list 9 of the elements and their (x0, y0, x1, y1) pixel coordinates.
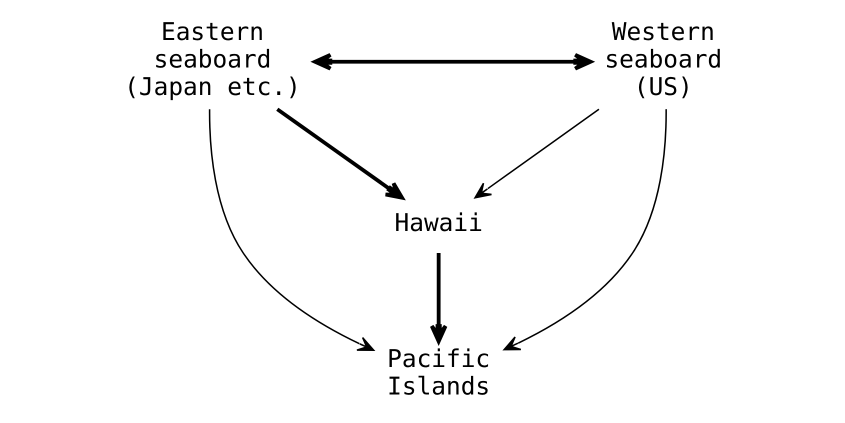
arrow (474, 108, 599, 198)
node-text: Pacific Islands (386, 344, 490, 401)
arrow (208, 109, 374, 351)
arrow (429, 253, 447, 344)
node-text: Western seaboard (US) (604, 17, 722, 102)
arrow (502, 109, 666, 350)
node-text: Eastern seaboard (Japan etc.) (124, 17, 300, 102)
node-text: Hawaii (394, 208, 482, 238)
arrow (276, 108, 404, 200)
